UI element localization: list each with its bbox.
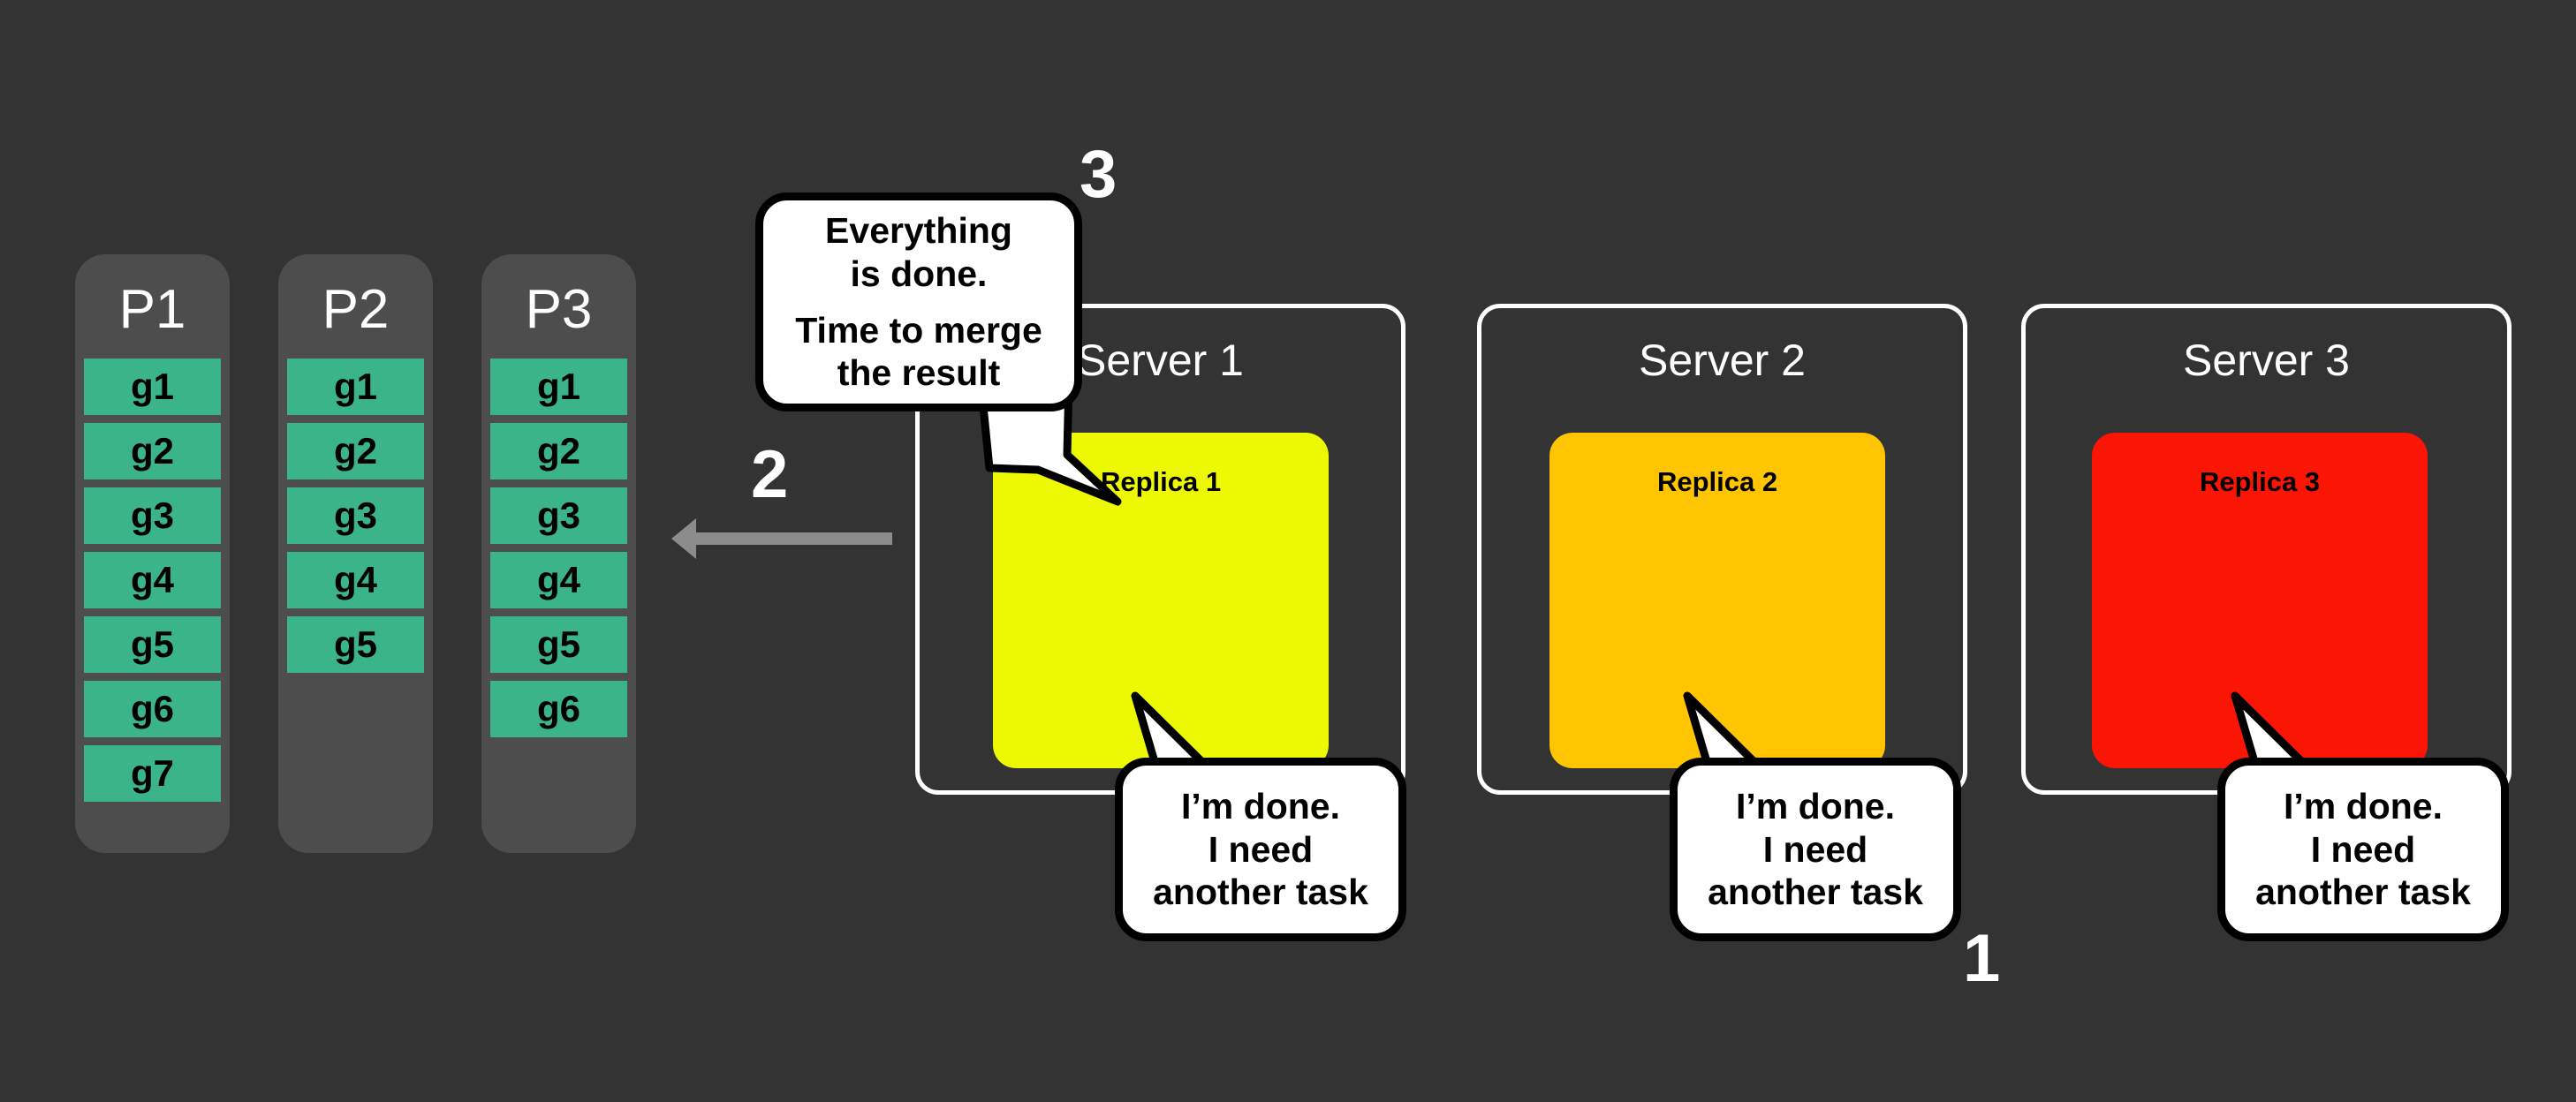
group-tile: g2 — [490, 423, 627, 479]
partition-title: P3 — [525, 279, 593, 340]
bubble-text-line: I’m done. — [1181, 786, 1340, 827]
group-list: g1 g2 g3 g4 g5 g6 g7 — [75, 359, 230, 802]
group-tile: g3 — [490, 487, 627, 544]
group-tile: g2 — [287, 423, 424, 479]
group-tile: g6 — [490, 681, 627, 737]
bubble-text-line: the result — [837, 352, 1001, 394]
group-tile: g7 — [84, 745, 221, 802]
replica-label: Replica 3 — [2199, 466, 2321, 497]
partition-title: P2 — [322, 279, 390, 340]
replica-box-3: Replica 3 — [2092, 433, 2428, 768]
task-speech-bubble-2: I’m done. I need another task — [1670, 758, 1961, 941]
bubble-text-line: another task — [1153, 872, 1368, 913]
partition-column-p1: P1 g1 g2 g3 g4 g5 g6 g7 — [75, 254, 230, 853]
server-title: Server 3 — [2183, 336, 2350, 385]
group-tile: g1 — [490, 359, 627, 415]
step-number-2: 2 — [751, 437, 789, 512]
replica-box-1: Replica 1 — [993, 433, 1329, 768]
group-tile: g3 — [84, 487, 221, 544]
replica-label: Replica 2 — [1656, 466, 1778, 497]
group-list: g1 g2 g3 g4 g5 g6 — [481, 359, 636, 737]
bubble-text-line: Everything — [825, 210, 1012, 252]
task-speech-bubble-3: I’m done. I need another task — [2217, 758, 2509, 941]
task-speech-bubble-1: I’m done. I need another task — [1115, 758, 1406, 941]
group-list: g1 g2 g3 g4 g5 — [278, 359, 433, 673]
replica-label: Replica 1 — [1100, 466, 1222, 497]
replica-box-2: Replica 2 — [1549, 433, 1885, 768]
group-tile: g4 — [287, 552, 424, 608]
group-tile: g4 — [490, 552, 627, 608]
bubble-text-line: another task — [2255, 872, 2471, 913]
group-tile: g4 — [84, 552, 221, 608]
partition-title: P1 — [118, 279, 186, 340]
group-tile: g2 — [84, 423, 221, 479]
bubble-text-line: another task — [1708, 872, 1923, 913]
step-number-1: 1 — [1963, 921, 2001, 996]
step-number-3: 3 — [1080, 137, 1118, 212]
bubble-text-line: Time to merge — [795, 310, 1042, 351]
merge-arrow — [671, 508, 892, 570]
group-tile: g5 — [490, 616, 627, 673]
partition-column-p2: P2 g1 g2 g3 g4 g5 — [278, 254, 433, 853]
partition-column-p3: P3 g1 g2 g3 g4 g5 g6 — [481, 254, 636, 853]
bubble-text-line: I’m done. — [2284, 786, 2443, 827]
group-tile: g6 — [84, 681, 221, 737]
group-tile: g1 — [84, 359, 221, 415]
group-tile: g5 — [84, 616, 221, 673]
bubble-text-line: I need — [1762, 828, 1868, 870]
bubble-text-line: I need — [1208, 828, 1314, 870]
group-tile: g1 — [287, 359, 424, 415]
group-tile: g5 — [287, 616, 424, 673]
bubble-text-line: I need — [2310, 828, 2416, 870]
merge-speech-bubble: Everything is done. Time to merge the re… — [755, 192, 1082, 411]
bubble-text-line: is done. — [850, 253, 988, 294]
bubble-text-line: I’m done. — [1736, 786, 1895, 827]
server-title: Server 2 — [1639, 336, 1806, 385]
group-tile: g3 — [287, 487, 424, 544]
arrow-left-icon — [671, 518, 892, 559]
server-title: Server 1 — [1077, 336, 1244, 385]
